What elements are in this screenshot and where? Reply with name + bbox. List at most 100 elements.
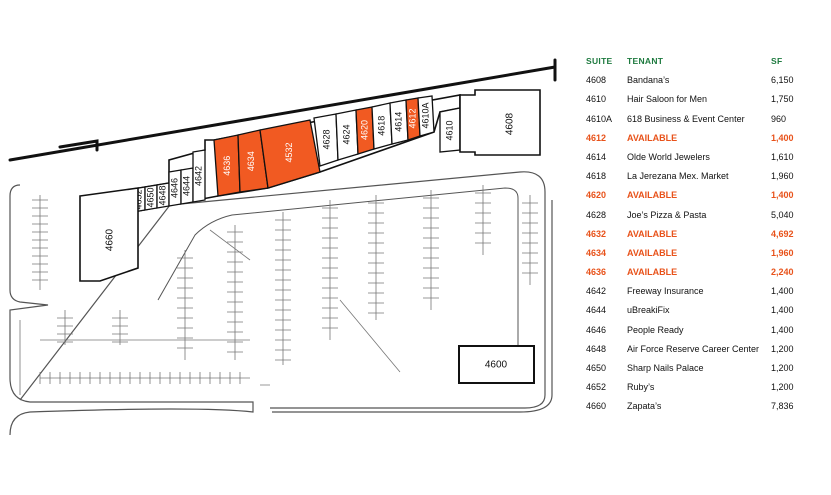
legend-suite: 4646 xyxy=(586,324,607,335)
building-4660: 4660 xyxy=(79,187,139,282)
legend-sf: 4,692 xyxy=(771,228,794,239)
legend-row: 4660 Zapata’s 7,836 xyxy=(584,397,824,416)
legend-suite: 4610A xyxy=(586,113,613,124)
parking-outline xyxy=(19,171,546,409)
legend-sf: 1,400 xyxy=(771,132,794,143)
legend-tenant: 618 Business & Event Center xyxy=(627,113,745,124)
suite-4642 xyxy=(192,149,206,203)
top-curb-line xyxy=(8,65,557,162)
legend-tenant: People Ready xyxy=(627,324,684,335)
legend-sf: 1,750 xyxy=(771,94,794,105)
top-curb-line-inner xyxy=(58,139,99,152)
legend-row: 4634 AVAILABLE 1,960 xyxy=(584,244,824,263)
legend-sf: 1,400 xyxy=(771,286,794,297)
suite-label: 4618 xyxy=(376,116,386,136)
legend-row: 4612 AVAILABLE 1,400 xyxy=(584,129,824,148)
legend-sf: 6,150 xyxy=(771,75,794,86)
legend-row: 4632 AVAILABLE 4,692 xyxy=(584,225,824,244)
building-4600: 4600 xyxy=(458,345,535,384)
legend-tenant: AVAILABLE xyxy=(627,190,678,201)
legend-suite: 4634 xyxy=(586,247,607,258)
legend-sf: 2,240 xyxy=(771,267,794,278)
drive-lane-divider xyxy=(209,229,401,373)
legend-sf: 1,400 xyxy=(771,305,794,316)
legend-tenant: AVAILABLE xyxy=(627,228,678,239)
legend-sf: 1,200 xyxy=(771,382,794,393)
suite-label: 4648 xyxy=(157,185,167,205)
building-4608: 4608 xyxy=(459,89,541,156)
suite-label: 4612 xyxy=(407,108,417,128)
legend-header-suite: SUITE xyxy=(586,56,613,66)
legend-row: 4636 AVAILABLE 2,240 xyxy=(584,263,824,282)
legend-tenant: Freeway Insurance xyxy=(627,286,704,297)
suite-label: 4610 xyxy=(444,120,454,140)
suite-label: 4634 xyxy=(246,151,256,171)
legend-tenant: Zapata’s xyxy=(627,401,662,412)
legend-sf: 7,836 xyxy=(771,401,794,412)
legend-tenant: AVAILABLE xyxy=(627,247,678,258)
strip-center-suites: 4652465046484646464446424636463445324628… xyxy=(132,94,461,213)
suite-label: 4628 xyxy=(321,129,331,149)
legend-header-sf: SF xyxy=(771,56,783,66)
legend-tenant: La Jerezana Mex. Market xyxy=(627,171,729,182)
legend-sf: 1,400 xyxy=(771,324,794,335)
legend-suite: 4620 xyxy=(586,190,607,201)
suite-label: 4650 xyxy=(145,187,155,207)
legend-suite: 4612 xyxy=(586,132,607,143)
legend-sf: 1,960 xyxy=(771,247,794,258)
legend-suite: 4644 xyxy=(586,305,607,316)
legend-row: 4646 People Ready 1,400 xyxy=(584,321,824,340)
legend-tenant: Air Force Reserve Career Center xyxy=(627,343,760,354)
parking-island-inner xyxy=(157,187,519,373)
legend-header-tenant: TENANT xyxy=(627,56,664,66)
legend-sf: 1,200 xyxy=(771,343,794,354)
suite-label: 4646 xyxy=(169,178,179,198)
legend-row: 4642 Freeway Insurance 1,400 xyxy=(584,282,824,301)
suite-label: 4644 xyxy=(181,176,191,196)
legend-tenant: Sharp Nails Palace xyxy=(627,363,704,373)
legend-suite: 4642 xyxy=(586,286,607,297)
legend-tenant: Olde World Jewelers xyxy=(627,151,710,162)
building-4608-label: 4608 xyxy=(505,112,516,135)
legend-row: 4628 Joe’s Pizza & Pasta 5,040 xyxy=(584,206,824,225)
legend-row: 4608 Bandana’s 6,150 xyxy=(584,71,824,90)
legend-suite: 4632 xyxy=(586,228,607,239)
legend-tenant: Joe’s Pizza & Pasta xyxy=(627,209,707,220)
suite-label: 4610A xyxy=(420,102,430,128)
legend-row: 4620 AVAILABLE 1,400 xyxy=(584,186,824,205)
legend-row: 4610A 618 Business & Event Center 960 xyxy=(584,110,824,129)
building-4660-label: 4660 xyxy=(105,228,116,251)
legend-tenant: AVAILABLE xyxy=(627,132,678,143)
legend-tenant: Bandana’s xyxy=(627,75,670,86)
legend-row: 4614 Olde World Jewelers 1,610 xyxy=(584,148,824,167)
legend-suite: 4660 xyxy=(586,401,607,412)
legend-sf: 5,040 xyxy=(771,209,794,220)
building-4600-label: 4600 xyxy=(485,360,508,371)
legend-suite: 4628 xyxy=(586,209,607,220)
suite-label: 4532 xyxy=(284,142,294,162)
legend-sf: 1,610 xyxy=(771,151,794,162)
legend-suite: 4652 xyxy=(586,382,607,393)
legend-suite: 4614 xyxy=(586,151,607,162)
suite-4610a xyxy=(417,95,435,137)
legend-suite: 4636 xyxy=(586,267,607,278)
legend-suite: 4650 xyxy=(586,363,607,373)
legend-suite: 4610 xyxy=(586,94,607,105)
legend-sf: 1,200 xyxy=(771,363,794,373)
legend-row: 4648 Air Force Reserve Career Center 1,200 xyxy=(584,340,824,359)
site-boundary xyxy=(9,184,553,436)
legend-tenant: AVAILABLE xyxy=(627,267,678,278)
legend-suite: 4608 xyxy=(586,75,607,86)
legend-suite: 4648 xyxy=(586,343,607,354)
suite-label: 4620 xyxy=(359,120,369,140)
legend-sf: 960 xyxy=(771,113,787,124)
suite-label: 4636 xyxy=(222,156,232,176)
legend-sf: 1,400 xyxy=(771,190,794,201)
suite-label: 4614 xyxy=(393,112,403,132)
